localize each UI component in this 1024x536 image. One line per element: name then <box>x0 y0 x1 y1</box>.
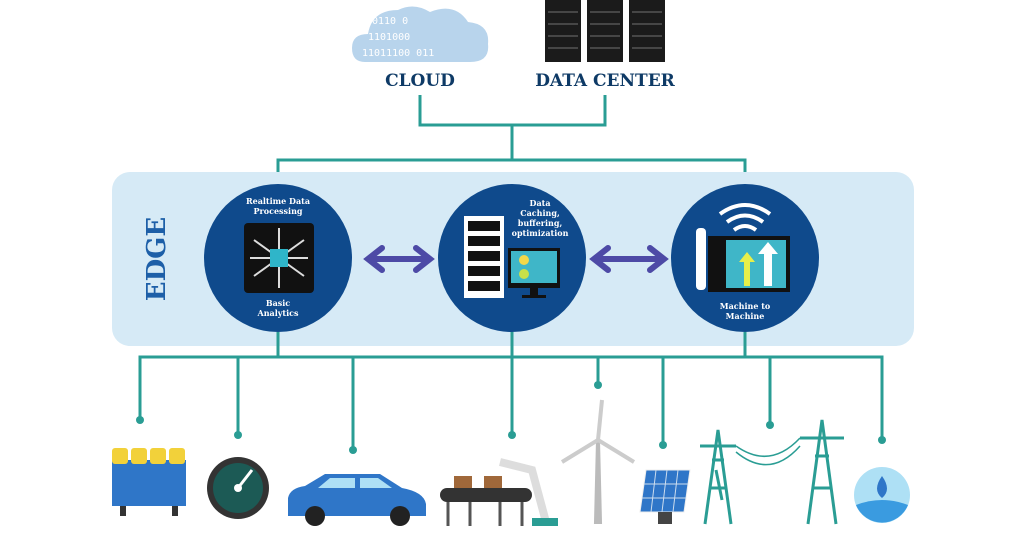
svg-text:Realtime Data: Realtime Data <box>246 196 310 206</box>
processor-chip-icon <box>244 223 314 293</box>
car-icon <box>288 474 426 526</box>
svg-text:Analytics: Analytics <box>256 308 299 318</box>
tablet-chart-icon <box>696 228 790 292</box>
svg-text:Processing: Processing <box>254 206 303 216</box>
battery-pack-icon <box>112 448 186 516</box>
svg-text:Data: Data <box>530 198 551 208</box>
cloud-icon: 0110 0 1101000 11011100 011 <box>352 6 489 63</box>
node-data-caching: Data Caching, buffering, optimization <box>438 184 586 332</box>
wifi-icon <box>718 203 772 232</box>
monitor-icon <box>508 248 560 298</box>
wind-turbine-icon <box>560 399 636 524</box>
svg-text:11011100 011: 11011100 011 <box>362 48 434 59</box>
solar-panel-icon <box>639 469 691 524</box>
robotic-assembly-line-icon <box>440 458 558 526</box>
bidirectional-arrow-icon <box>363 245 435 273</box>
bottom-connectors <box>136 332 886 454</box>
svg-text:buffering,: buffering, <box>518 218 563 228</box>
bidirectional-arrow-icon <box>589 245 669 273</box>
svg-text:Machine to: Machine to <box>720 301 771 311</box>
water-drop-sensor-icon <box>854 467 910 523</box>
gauge-icon <box>207 457 269 519</box>
edge-label: EDGE <box>142 217 172 301</box>
svg-text:0110 0: 0110 0 <box>372 16 408 27</box>
server-icon <box>464 216 504 298</box>
svg-text:Machine: Machine <box>726 311 765 321</box>
svg-text:optimization: optimization <box>512 228 569 238</box>
datacenter-label: DATA CENTER <box>535 71 675 91</box>
node-machine-to-machine: Machine to Machine <box>671 184 819 332</box>
server-racks-icon <box>545 0 665 62</box>
power-pylons-icon <box>700 419 844 525</box>
svg-text:Basic: Basic <box>266 298 290 308</box>
svg-text:Caching,: Caching, <box>520 208 560 218</box>
svg-text:1101000: 1101000 <box>368 32 410 43</box>
node-realtime-processing: Realtime Data Processing Basic Analytics <box>204 184 352 332</box>
cloud-label: CLOUD <box>385 71 455 91</box>
